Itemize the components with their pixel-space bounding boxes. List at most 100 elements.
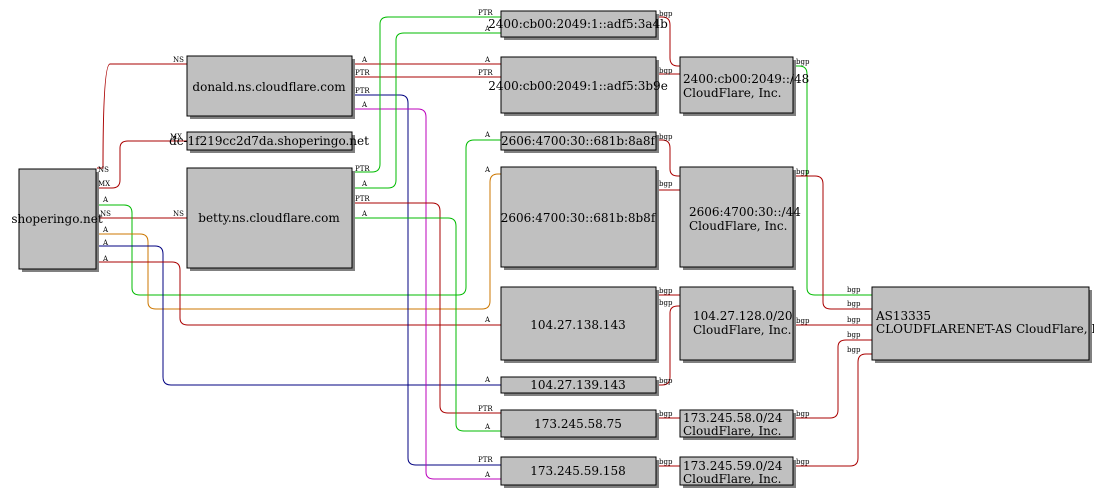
node-line1: 173.245.59.0/24	[683, 459, 783, 473]
node-line2: CloudFlare, Inc.	[693, 323, 791, 337]
edge-label-a: A	[484, 316, 491, 324]
edge-label-mx: MX	[170, 133, 182, 141]
node-line1: 173.245.58.0/24	[683, 411, 783, 425]
edge-label-ptr: PTR	[478, 405, 493, 413]
node-label: 104.27.139.143	[530, 378, 625, 392]
edge-donald-a-59158	[354, 108, 501, 480]
edge-label-bgp: bgp	[796, 410, 810, 418]
edge-label-bgp: bgp	[659, 410, 673, 418]
edge-label-bgp: bgp	[659, 180, 673, 188]
node-label: 104.27.138.143	[530, 318, 625, 332]
node-label: betty.ns.cloudflare.com	[198, 211, 340, 225]
edge-labels: NS MX A NS A A A NS MX NS A PTR PTR A PT…	[98, 9, 861, 479]
node-label: dc-1f219cc2d7da.shoperingo.net	[169, 134, 369, 148]
edge-label-ptr: PTR	[355, 69, 370, 77]
edge-bgp-net5900-as	[795, 353, 872, 467]
edge-betty-a-5875	[354, 217, 501, 432]
edge-betty-ptr-3a4b	[354, 16, 501, 173]
node-line2: CLOUDFLARENET-AS CloudFlare, Inc.	[876, 322, 1094, 336]
edge-label-bgp: bgp	[796, 317, 810, 325]
node-line2: CloudFlare, Inc.	[689, 219, 787, 233]
edge-label-a: A	[102, 226, 109, 234]
node-line1: 2606:4700:30::/44	[689, 205, 801, 219]
nodes: shoperingo.net donald.ns.cloudflare.com …	[11, 10, 1094, 488]
edge-label-ptr: PTR	[478, 9, 493, 17]
node-label: donald.ns.cloudflare.com	[192, 80, 346, 94]
edge-label-bgp: bgp	[847, 286, 861, 294]
domain-node-shoperingo[interactable]: shoperingo.net	[11, 168, 103, 272]
edge-label-ns: NS	[173, 210, 184, 218]
edge-label-bgp: bgp	[659, 133, 673, 141]
ip-node-139[interactable]: 104.27.139.143	[500, 376, 659, 396]
edge-shoperingo-a-138	[97, 261, 501, 326]
edge-label-a: A	[102, 239, 109, 247]
node-line2: CloudFlare, Inc.	[683, 424, 781, 438]
edge-label-bgp: bgp	[659, 10, 673, 18]
edge-label-bgp: bgp	[796, 458, 810, 466]
edge-label-a: A	[484, 166, 491, 174]
edge-label-a: A	[102, 255, 109, 263]
edge-label-bgp: bgp	[847, 316, 861, 324]
node-line2: CloudFlare, Inc.	[683, 86, 781, 100]
edge-donald-ptr-59158	[354, 94, 501, 466]
edge-label-bgp: bgp	[847, 346, 861, 354]
network-node-5900[interactable]: 173.245.59.0/24 CloudFlare, Inc.	[679, 456, 796, 488]
edge-label-a: A	[361, 101, 368, 109]
network-node-5800[interactable]: 173.245.58.0/24 CloudFlare, Inc.	[679, 409, 796, 440]
node-label: 2606:4700:30::681b:8b8f	[501, 211, 657, 225]
edge-bgp-3a4b	[657, 16, 680, 67]
edge-label-a: A	[361, 180, 368, 188]
edge-label-mx: MX	[98, 180, 110, 188]
ip-node-8b8f[interactable]: 2606:4700:30::681b:8b8f	[500, 166, 659, 270]
edge-label-ptr: PTR	[478, 69, 493, 77]
edge-label-bgp: bgp	[659, 287, 673, 295]
ip-node-3b9e[interactable]: 2400:cb00:2049:1::adf5:3b9e	[488, 56, 668, 116]
node-line1: AS13335	[875, 309, 931, 323]
edge-bgp-8a8f	[657, 139, 680, 177]
network-node-2400[interactable]: 2400:cb00:2049::/48 CloudFlare, Inc.	[679, 56, 809, 116]
node-line1: 104.27.128.0/20	[693, 309, 792, 323]
edge-bgp-net2400-as	[795, 65, 872, 296]
edge-label-ptr: PTR	[478, 456, 493, 464]
nameserver-node-betty[interactable]: betty.ns.cloudflare.com	[186, 167, 355, 271]
edge-shoperingo-ns-donald	[97, 63, 187, 169]
edge-label-a: A	[484, 56, 491, 64]
mx-node[interactable]: dc-1f219cc2d7da.shoperingo.net	[169, 131, 369, 153]
ip-node-8a8f[interactable]: 2606:4700:30::681b:8a8f	[500, 131, 659, 153]
edge-shoperingo-a-8a8f	[97, 139, 501, 296]
node-line2: CloudFlare, Inc.	[683, 472, 781, 486]
edge-label-bgp: bgp	[847, 331, 861, 339]
node-label: 2606:4700:30::681b:8a8f	[501, 134, 657, 148]
edge-bgp-net2606-as	[795, 175, 872, 310]
edge-label-ns: NS	[173, 56, 184, 64]
edge-label-a: A	[484, 471, 491, 479]
edge-label-a: A	[484, 376, 491, 384]
as-node-13335[interactable]: AS13335 CLOUDFLARENET-AS CloudFlare, Inc…	[871, 286, 1094, 363]
edge-label-a: A	[102, 196, 109, 204]
edge-label-ns: NS	[98, 166, 109, 174]
ip-node-3a4b[interactable]: 2400:cb00:2049:1::adf5:3a4b	[488, 10, 668, 40]
edge-label-bgp: bgp	[659, 67, 673, 75]
edge-label-ptr: PTR	[355, 195, 370, 203]
edge-shoperingo-a-139	[97, 245, 501, 386]
node-label: shoperingo.net	[11, 212, 103, 226]
network-node-104[interactable]: 104.27.128.0/20 CloudFlare, Inc.	[679, 286, 796, 363]
node-line1: 2400:cb00:2049::/48	[683, 72, 809, 86]
edge-bgp-net5800-as	[795, 339, 872, 419]
edge-betty-ptr-5875	[354, 202, 501, 414]
edges	[97, 16, 872, 480]
edge-bgp-139	[657, 305, 680, 386]
edge-label-bgp: bgp	[796, 168, 810, 176]
nameserver-node-donald[interactable]: donald.ns.cloudflare.com	[186, 55, 355, 119]
ip-node-59158[interactable]: 173.245.59.158	[500, 456, 659, 488]
node-label: 173.245.58.75	[534, 417, 622, 431]
edge-betty-a-3a4b	[354, 32, 501, 189]
network-node-2606[interactable]: 2606:4700:30::/44 CloudFlare, Inc.	[679, 166, 801, 270]
node-label: 2400:cb00:2049:1::adf5:3a4b	[488, 17, 668, 31]
ip-node-138[interactable]: 104.27.138.143	[500, 286, 659, 363]
edge-label-ns: NS	[100, 210, 111, 218]
edge-label-a: A	[484, 423, 491, 431]
edge-label-bgp: bgp	[659, 299, 673, 307]
edge-label-a: A	[361, 56, 368, 64]
ip-node-5875[interactable]: 173.245.58.75	[500, 409, 659, 440]
